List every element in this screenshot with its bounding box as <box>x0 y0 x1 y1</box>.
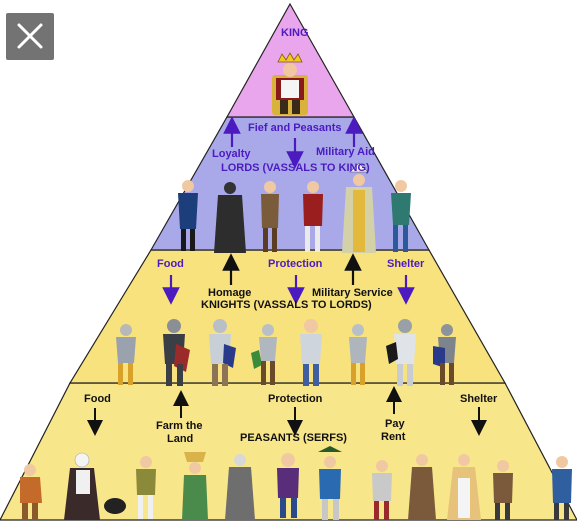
lords-arrows <box>223 116 363 169</box>
lords-title: LORDS (VASSALS TO KING) <box>221 162 370 174</box>
military-service-label: Military Service <box>312 287 393 299</box>
farm-the-label: Farm the <box>156 420 203 432</box>
knights-title: KNIGHTS (VASSALS TO LORDS) <box>201 299 372 311</box>
land-label: Land <box>167 433 194 445</box>
loyalty-label: Loyalty <box>212 148 251 160</box>
knights-figures <box>116 319 456 386</box>
close-button[interactable] <box>6 13 54 60</box>
knights-food-label: Food <box>157 258 184 270</box>
peasants-protection-label: Protection <box>268 393 323 405</box>
king-title: KING <box>281 27 309 39</box>
military-aid-label: Military Aid <box>316 146 375 158</box>
rent-label: Rent <box>381 431 406 443</box>
peasants-arrows <box>87 386 487 436</box>
pay-label: Pay <box>385 418 405 430</box>
peasants-figures <box>20 446 572 520</box>
peasants-shelter-label: Shelter <box>460 393 498 405</box>
peasants-food-label: Food <box>84 393 111 405</box>
knights-arrows <box>162 253 415 305</box>
homage-label: Homage <box>208 287 252 299</box>
lords-figures <box>178 162 411 253</box>
fief-and-peasants-label: Fief and Peasants <box>248 122 342 134</box>
close-icon <box>17 23 43 49</box>
king-figure <box>272 52 308 115</box>
peasants-title: PEASANTS (SERFS) <box>240 432 347 444</box>
knights-shelter-label: Shelter <box>387 258 425 270</box>
knights-protection-label: Protection <box>268 258 323 270</box>
